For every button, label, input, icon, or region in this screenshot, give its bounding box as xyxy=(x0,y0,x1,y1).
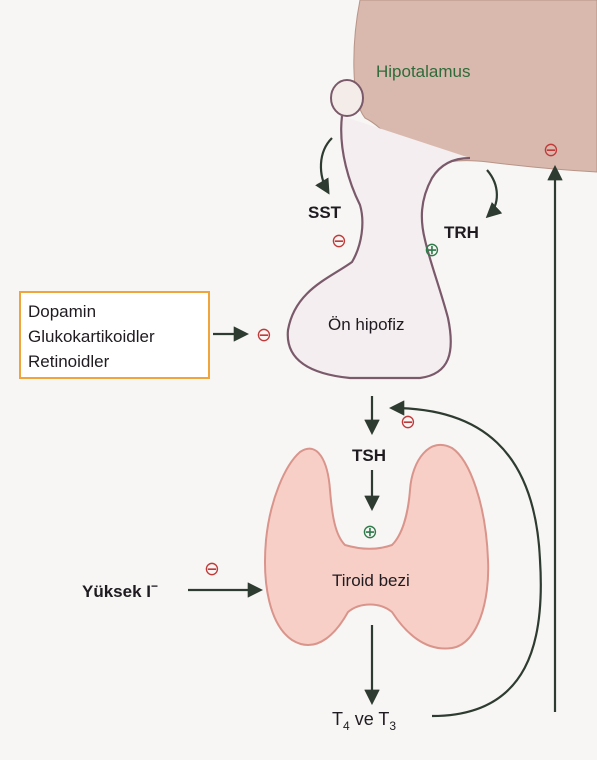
feedback-hypothalamus-minus-sign: ⊖ xyxy=(543,139,559,161)
hormones-label: T4 ve T3 xyxy=(332,709,396,733)
sst-arrow xyxy=(321,138,332,192)
feedback-pituitary-minus-sign: ⊖ xyxy=(400,411,416,433)
pituitary-outline xyxy=(288,116,470,378)
hypothalamus-label: Hipotalamus xyxy=(376,62,471,81)
sst-label: SST xyxy=(308,203,342,222)
thyroid-gland-shape xyxy=(265,445,488,649)
inhibitor-minus-sign: ⊖ xyxy=(256,324,272,346)
high-iodide-label: Yüksek I− xyxy=(82,579,158,601)
trh-label: TRH xyxy=(444,223,479,242)
sst-minus-sign: ⊖ xyxy=(331,230,347,252)
tsh-plus-sign: ⊕ xyxy=(362,521,378,543)
trh-plus-sign: ⊕ xyxy=(424,239,440,261)
median-eminence-knob xyxy=(331,80,363,116)
inhibitor-item-retinoids: Retinoidler xyxy=(28,352,110,371)
tsh-label: TSH xyxy=(352,446,386,465)
high-iodide-minus-sign: ⊖ xyxy=(204,558,220,580)
inhibitor-item-dopamin: Dopamin xyxy=(28,302,96,321)
inhibitor-item-glucocorticoids: Glukokartikoidler xyxy=(28,327,155,346)
thyroid-label: Tiroid bezi xyxy=(332,571,410,590)
anterior-pituitary-label: Ön hipofiz xyxy=(328,315,405,334)
trh-arrow xyxy=(487,170,497,216)
